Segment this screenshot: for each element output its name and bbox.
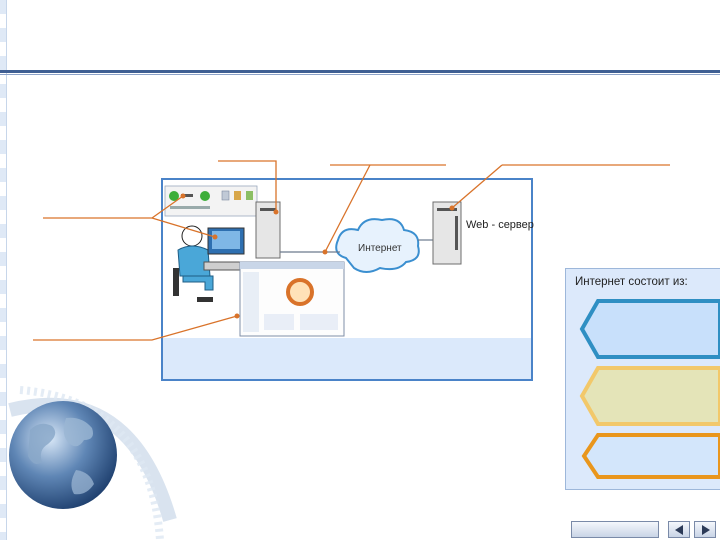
cloud-icon <box>335 218 420 273</box>
globe-decoration <box>8 386 177 540</box>
title-divider-thin <box>0 74 720 75</box>
component-arrow-1[interactable] <box>579 299 720 359</box>
server-label: Web - сервер <box>466 219 534 231</box>
web-page-preview <box>239 261 345 337</box>
browser-toolbar <box>164 185 258 217</box>
callout-lines <box>33 160 670 341</box>
component-arrows <box>579 299 720 479</box>
next-slide-button[interactable] <box>694 521 716 538</box>
panel-title: Интернет состоит из: <box>575 276 688 288</box>
component-arrow-2[interactable] <box>579 366 720 426</box>
diagram-floor <box>163 338 531 379</box>
slide-nav-bar[interactable] <box>571 521 659 538</box>
web-server <box>432 201 462 265</box>
title-divider <box>0 70 720 73</box>
cloud-label: Интернет <box>358 243 402 254</box>
callout-dots <box>180 193 455 319</box>
component-arrow-3[interactable] <box>581 433 720 479</box>
left-decor-strip <box>0 0 7 540</box>
arrow-left-icon <box>675 525 683 535</box>
arrow-right-icon <box>702 525 710 535</box>
prev-slide-button[interactable] <box>668 521 690 538</box>
